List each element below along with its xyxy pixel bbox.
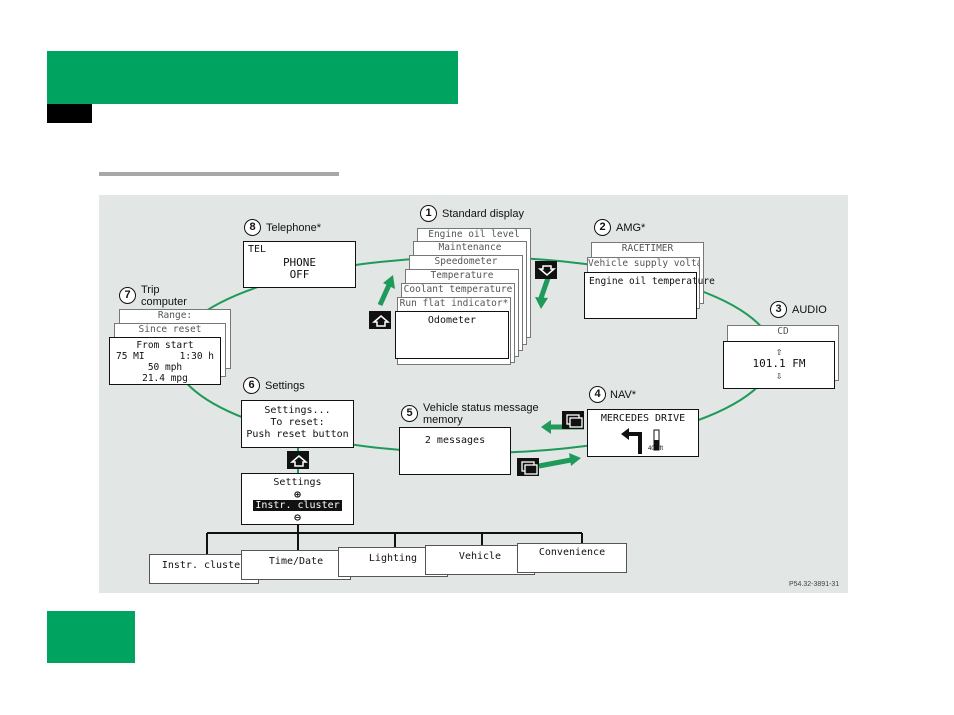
number-2-badge: 2 [594, 219, 611, 236]
number-4-badge: 4 [589, 386, 606, 403]
header-bar [47, 51, 458, 104]
reference-code: P54.32-3891-31 [789, 581, 840, 588]
vehicle-status-label-line1: Vehicle status message [423, 402, 539, 414]
category-convenience: Convenience [517, 543, 627, 573]
audio-label: AUDIO [792, 304, 827, 316]
settings-line-1: Settings... [264, 405, 331, 416]
home-key-icon [369, 311, 391, 329]
down-arrow-icon: ⇩ [775, 369, 783, 382]
screen-key-icon-2 [517, 458, 539, 476]
section-rule [99, 172, 339, 176]
number-6-badge: 6 [243, 377, 260, 394]
number-1-badge: 1 [420, 205, 437, 222]
telephone-display: TEL PHONE OFF [243, 241, 356, 288]
vehicle-status-label-line2: memory [423, 414, 463, 426]
up-arrow-icon: ⇧ [775, 345, 783, 358]
number-7-badge: 7 [119, 287, 136, 304]
minus-icon: ⊖ [294, 511, 301, 524]
nav-distance: 400 ft [648, 446, 664, 452]
settings-submenu-title: Settings [273, 477, 322, 488]
trip-title: From start [136, 340, 194, 351]
audio-display: ⇧ 101.1 FM ⇩ [723, 341, 835, 389]
header-tab [47, 104, 92, 123]
settings-line-3: Push reset button [246, 429, 349, 440]
telephone-line-1: PHONE [282, 256, 317, 269]
trip-distance: 75 MI [116, 351, 145, 362]
trip-time: 1:30 h [179, 351, 214, 362]
turn-left-arrow-icon [621, 428, 660, 454]
category-instr-cluster: Instr. cluster [149, 554, 259, 584]
arrow-up-standard [377, 275, 395, 307]
engine-oil-temperature-display: Engine oil temperature [584, 272, 715, 319]
vehicle-status-display: 2 messages [399, 427, 511, 475]
arrow-right-status [538, 453, 581, 469]
telephone-label: Telephone* [266, 222, 322, 234]
nav-destination: MERCEDES DRIVE [600, 413, 686, 424]
trip-display: From start 75 MI 1:30 h 50 mph 21.4 mpg [109, 337, 221, 385]
trip-label-line1: Trip [141, 284, 160, 296]
settings-label: Settings [265, 380, 305, 392]
number-5-badge: 5 [401, 405, 418, 422]
arrow-down-standard [535, 277, 551, 309]
radio-station: 101.1 FM [752, 357, 806, 370]
number-3-badge: 3 [770, 301, 787, 318]
settings-line-2: To reset: [270, 417, 325, 428]
odometer-display: Odometer [395, 311, 509, 359]
home-key-icon-2 [287, 451, 309, 469]
nav-label: NAV* [610, 389, 637, 401]
screen-key-icon [562, 411, 584, 429]
standard-display-label: Standard display [442, 208, 524, 220]
category-time-date: Time/Date [241, 550, 351, 580]
number-8-badge: 8 [244, 219, 261, 236]
display-menu-diagram: 1 Standard display Engine oil level Main… [99, 195, 848, 593]
category-vehicle: Vehicle [425, 545, 535, 575]
settings-submenu: Settings ⊕ Instr. cluster ⊖ [241, 473, 354, 525]
footer-page-block [47, 611, 135, 663]
settings-selected-item: Instr. cluster [253, 500, 342, 511]
trip-speed: 50 mph [147, 362, 183, 373]
nav-display: MERCEDES DRIVE 400 ft [587, 409, 699, 457]
down-key-icon [535, 261, 557, 279]
plus-icon: ⊕ [294, 488, 301, 501]
settings-display: Settings... To reset: Push reset button [241, 400, 354, 448]
trip-label-line2: computer [141, 296, 187, 308]
telephone-tag: TEL [248, 244, 267, 255]
telephone-line-2: OFF [289, 268, 310, 281]
trip-mpg: 21.4 mpg [142, 373, 188, 384]
amg-label: AMG* [616, 222, 646, 234]
